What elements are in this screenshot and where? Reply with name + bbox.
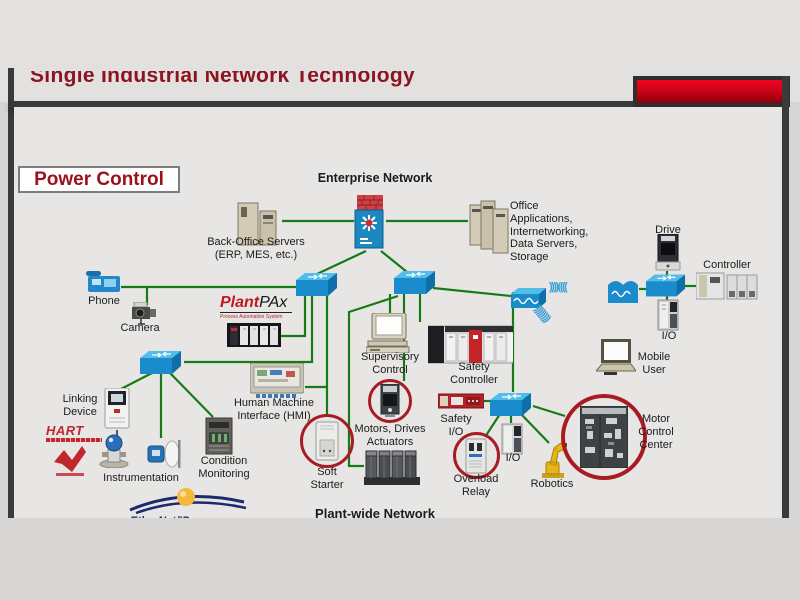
robotics-label: Robotics (530, 478, 574, 490)
wireless-ap-right-icon (608, 281, 638, 303)
supervisory-label: Supervisory Control (360, 351, 420, 376)
slide-title-wrap: Single Industrial Network Technology (30, 71, 590, 92)
supervisory-computer-icon (366, 313, 410, 353)
ethernet-ip-swoosh-icon (129, 488, 247, 515)
plantpax-light-text: PAx (259, 294, 288, 311)
hart-logo: HART (46, 424, 110, 442)
power-control-badge: Power Control (18, 166, 180, 193)
mcc-cabinet-icon (580, 406, 628, 468)
motors-drives-label: Motors, Drives Actuators (354, 423, 426, 448)
wireless-ap-mid-icon (511, 288, 546, 308)
wireless-signal-horizontal-icon: ))))(((( (549, 281, 568, 293)
hart-logo-bar (46, 438, 102, 442)
mobile-laptop-icon (596, 339, 636, 375)
soft-starter-label: Soft Starter (310, 466, 344, 491)
mcc-label: Motor Control Center (638, 413, 674, 451)
switch-right-icon (646, 274, 686, 297)
switch-lowerleft-icon (140, 351, 181, 374)
instrument-flowmeter-icon (147, 440, 181, 468)
slide-title: Single Industrial Network Technology (30, 71, 415, 87)
safety-controller-rack-icon (428, 325, 513, 364)
linking-device-label: Linking Device (62, 393, 98, 418)
io-top-label: I/O (661, 330, 677, 342)
motors-drives-circle (368, 379, 412, 423)
safety-io-icon (438, 393, 484, 409)
controller-rack-icon (696, 272, 758, 300)
soft-starter-circle (300, 414, 354, 468)
back-office-label: Back-Office Servers (ERP, MES, etc.) (207, 236, 305, 261)
io-top-icon (657, 299, 679, 331)
mcc-circle (561, 394, 647, 480)
hmi-panel-icon (250, 363, 304, 398)
motors-drives-device-icon (380, 384, 400, 417)
switch-mid-icon (394, 271, 435, 294)
controller-label: Controller (703, 259, 751, 271)
io-lower-label: I/O (505, 452, 521, 464)
instrumentation-label: Instrumentation (103, 472, 179, 484)
hmi-label: Human Machine Interface (HMI) (233, 397, 315, 422)
safety-io-label: Safety I/O (440, 413, 472, 438)
frame-left-bar (8, 68, 14, 518)
ethernet-ip-logo: EtherNet/IP (122, 488, 252, 518)
camera-icon (132, 302, 156, 325)
diagram-clip: Power Control (18, 166, 758, 518)
phone-label: Phone (88, 295, 120, 307)
condition-monitoring-label: Condition Monitoring (198, 455, 250, 480)
enterprise-network-label: Enterprise Network (317, 171, 433, 185)
ethernet-ip-text: EtherNet/IP (130, 515, 252, 518)
drive-label: Drive (655, 224, 681, 236)
office-servers-icon (469, 200, 509, 254)
switch-left-icon (296, 273, 337, 296)
red-accent-banner (633, 76, 790, 107)
linking-device-icon (104, 388, 130, 429)
motor-bank-icon (364, 450, 420, 485)
plantpax-subtext: Process Automation System (220, 312, 292, 320)
firewall-icon (354, 195, 384, 249)
plant-wide-network-label: Plant-wide Network (315, 506, 435, 518)
switch-lower-icon (490, 393, 531, 416)
io-lower-icon (501, 423, 523, 455)
soft-starter-device-icon (315, 421, 339, 461)
plantpax-bold-text: Plant (220, 294, 260, 311)
instrument-transmitter-icon (99, 434, 129, 468)
overload-relay-label: Overload Relay (453, 473, 499, 498)
camera-label: Camera (120, 322, 160, 334)
frame-right-bar (782, 76, 789, 518)
frame-horizontal-bar (8, 101, 642, 107)
fieldbus-logo-icon (54, 446, 86, 476)
hart-logo-text: HART (46, 423, 84, 438)
office-apps-label: Office Applications, Internetworking, Da… (510, 200, 589, 263)
back-office-servers-icon (237, 202, 277, 246)
drive-icon (655, 234, 681, 271)
plantpax-plc-rack-icon (227, 323, 281, 347)
phone-icon (86, 271, 120, 292)
overload-relay-circle (453, 432, 500, 479)
network-lines (116, 219, 697, 468)
condition-monitoring-icon (205, 417, 233, 455)
mobile-user-label: Mobile User (637, 351, 671, 376)
safety-controller-label: Safety Controller (450, 361, 498, 386)
plantpax-logo: PlantPAx Process Automation System (220, 295, 292, 320)
overload-relay-device-icon (465, 438, 487, 474)
